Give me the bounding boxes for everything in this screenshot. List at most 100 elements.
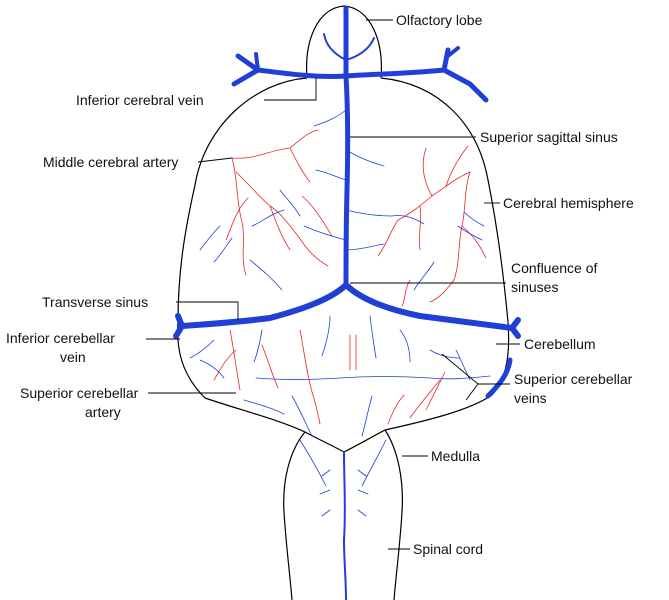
label-inferior-cerebellar-line1: Inferior cerebellar (6, 330, 115, 346)
artery-branch-10 (422, 147, 433, 197)
artery-branch-16 (401, 279, 411, 307)
label-superior-cerebellar-veins-line2: veins (514, 390, 547, 406)
artery-branch-2 (231, 129, 319, 159)
vein-branch-30 (303, 225, 347, 241)
artery-branch-18 (213, 349, 237, 381)
label-confluence-line1: Confluence of (511, 260, 598, 276)
vein-branch-46 (399, 329, 411, 363)
spinal-cord-central-vein (343, 451, 347, 600)
label-inferior-cerebellar-line2: vein (60, 349, 86, 365)
transverse-sinus-right (343, 282, 515, 331)
vein-branch-35 (213, 237, 233, 263)
inferior-cerebral-vein-right-fork (441, 47, 451, 73)
label-superior-cerebellar-artery-line2: artery (85, 404, 121, 420)
label-middle-cerebral-artery: Middle cerebral artery (43, 154, 178, 170)
leader-inferior-cerebral-vein (264, 78, 317, 101)
vein-branch-52 (299, 439, 327, 487)
label-olfactory-lobe: Olfactory lobe (396, 12, 483, 28)
vein-branch-33 (279, 189, 301, 217)
artery-branch-12 (377, 219, 399, 257)
olfactory-vein-right (345, 37, 375, 61)
vein-branch-31 (345, 243, 385, 251)
superior-sagittal-sinus (343, 5, 351, 288)
artery-branch-13 (419, 205, 421, 251)
cerebral-hemisphere-outline-right (380, 77, 509, 323)
spinal-cord-outline-left (283, 431, 306, 600)
label-superior-cerebellar-veins-line1: Superior cerebellar (514, 371, 633, 387)
brain-outline (177, 5, 510, 600)
inferior-cerebral-vein (255, 67, 447, 80)
vein-branch-50 (361, 395, 373, 437)
vein-branch-28 (315, 169, 347, 181)
artery-branch-1 (235, 171, 299, 237)
artery-branch-17 (229, 329, 241, 391)
leader-middle-cerebral-artery (197, 157, 233, 163)
artery-branch-7 (289, 147, 311, 183)
arteries (213, 129, 487, 425)
vein-branch-51 (243, 399, 285, 415)
olfactory-vein-left (323, 33, 347, 61)
spinal-cord-outline-right (384, 429, 403, 600)
artery-branch-14 (461, 225, 487, 259)
vein-branch-53 (361, 439, 387, 487)
label-spinal-cord: Spinal cord (413, 541, 483, 557)
label-cerebral-hemisphere: Cerebral hemisphere (503, 195, 634, 211)
label-transverse-sinus: Transverse sinus (42, 294, 148, 310)
right-lateral-vein (485, 357, 513, 399)
artery-branch-4 (225, 197, 249, 241)
major-veins (173, 5, 521, 600)
artery-branch-25 (261, 344, 279, 389)
artery-branch-5 (297, 235, 329, 267)
artery-branch-11 (445, 145, 469, 187)
vein-branch-45 (369, 315, 377, 359)
vein-branch-36 (457, 225, 483, 241)
inferior-cerebral-vein-left-tip (254, 52, 260, 72)
artery-branch-0 (231, 157, 247, 276)
cerebellum-outline (177, 321, 510, 453)
label-inferior-cerebral-vein: Inferior cerebral vein (76, 92, 204, 108)
vein-branch-34 (199, 225, 221, 251)
vein-branch-29 (345, 209, 425, 225)
vein-branch-42 (199, 359, 225, 379)
artery-branch-8 (397, 171, 471, 221)
vein-branch-40 (253, 329, 263, 363)
inferior-cerebellar-vein-end (173, 313, 185, 339)
transverse-sinus-right-end (509, 317, 521, 339)
vein-branch-27 (345, 149, 385, 167)
vein-branch-44 (321, 315, 331, 357)
inferior-cerebral-vein-left-fork (235, 53, 261, 73)
inferior-cerebral-vein-right-branch (441, 67, 489, 103)
transverse-sinus-left (179, 282, 349, 329)
label-superior-sagittal-sinus: Superior sagittal sinus (480, 129, 618, 145)
fine-veins (189, 109, 491, 517)
vein-branch-55 (357, 469, 369, 517)
label-medulla: Medulla (431, 448, 480, 464)
label-superior-cerebellar-artery-line1: Superior cerebellar (20, 385, 139, 401)
vein-branch-38 (249, 259, 283, 291)
leader-superior-cerebellar-veins-2 (465, 383, 479, 401)
artery-branch-15 (429, 279, 455, 303)
labels: Olfactory lobe Inferior cerebral vein Su… (6, 12, 634, 557)
artery-branch-3 (269, 205, 291, 251)
vein-branch-43 (255, 375, 491, 380)
vein-branch-49 (291, 395, 313, 437)
olfactory-lobe-outline (306, 5, 382, 79)
leader-transverse-sinus (176, 301, 239, 320)
artery-branch-6 (301, 195, 333, 237)
inferior-cerebral-vein-left-branch (231, 67, 261, 87)
cerebral-hemisphere-outline (177, 77, 308, 323)
artery-branch-24 (387, 394, 405, 425)
vein-branch-26 (313, 109, 347, 127)
inferior-cerebral-vein-right-tip (446, 46, 460, 58)
artery-branch-23 (425, 371, 446, 411)
vein-branch-54 (319, 469, 331, 517)
leader-lines (146, 19, 520, 550)
artery-branch-22 (409, 379, 441, 419)
artery-branch-19 (299, 329, 321, 425)
vein-branch-39 (413, 261, 435, 291)
vein-branch-32 (251, 209, 285, 227)
vein-branch-41 (189, 339, 215, 359)
label-cerebellum: Cerebellum (524, 336, 596, 352)
vein-branch-37 (463, 211, 485, 227)
